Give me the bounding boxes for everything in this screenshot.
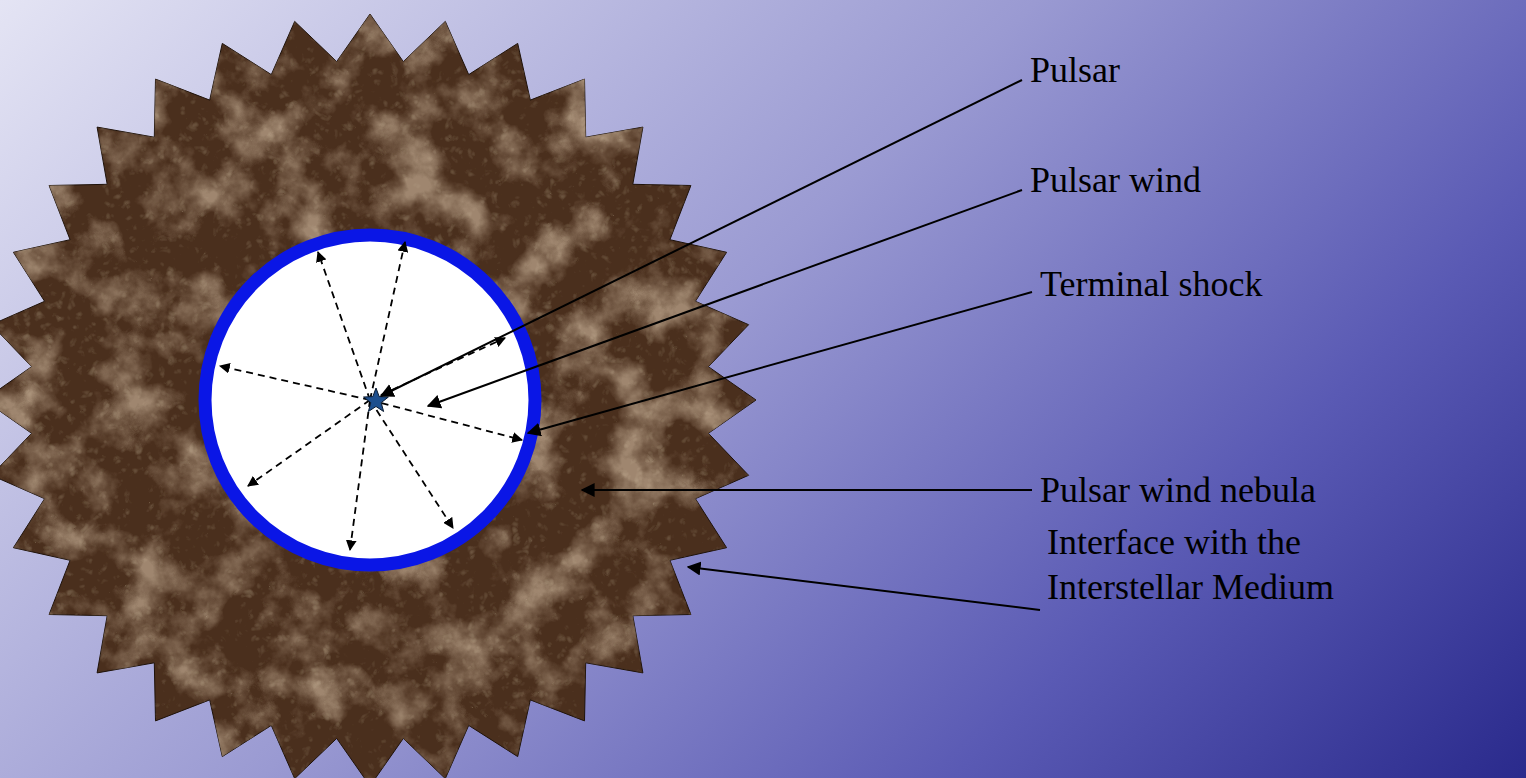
wind-arrow [248,400,370,486]
leader-line [528,292,1032,433]
leader-lines [381,80,1040,610]
nebula-grain [0,14,756,778]
leader-line [428,190,1022,406]
nebula-shape [0,14,756,778]
wind-arrow [350,400,370,550]
wind-arrow [370,242,405,400]
callout-label: Pulsar wind nebula [1040,468,1500,513]
nebula-veins [0,14,756,778]
callout-label: Pulsar [1030,48,1490,93]
wind-arrow [220,366,370,400]
callout-label: Interface with the Interstellar Medium [1047,520,1432,610]
leader-line [381,80,1022,396]
leader-line [688,567,1040,610]
nebula-base [0,14,756,778]
wind-arrows [220,242,522,550]
terminal-shock-ring [205,235,535,565]
callout-label: Pulsar wind [1030,158,1490,203]
pulsar-star [364,388,389,412]
wind-arrow [318,252,370,400]
leader-line [582,489,1032,491]
wind-arrow [370,400,453,528]
callout-label: Terminal shock [1040,262,1500,307]
